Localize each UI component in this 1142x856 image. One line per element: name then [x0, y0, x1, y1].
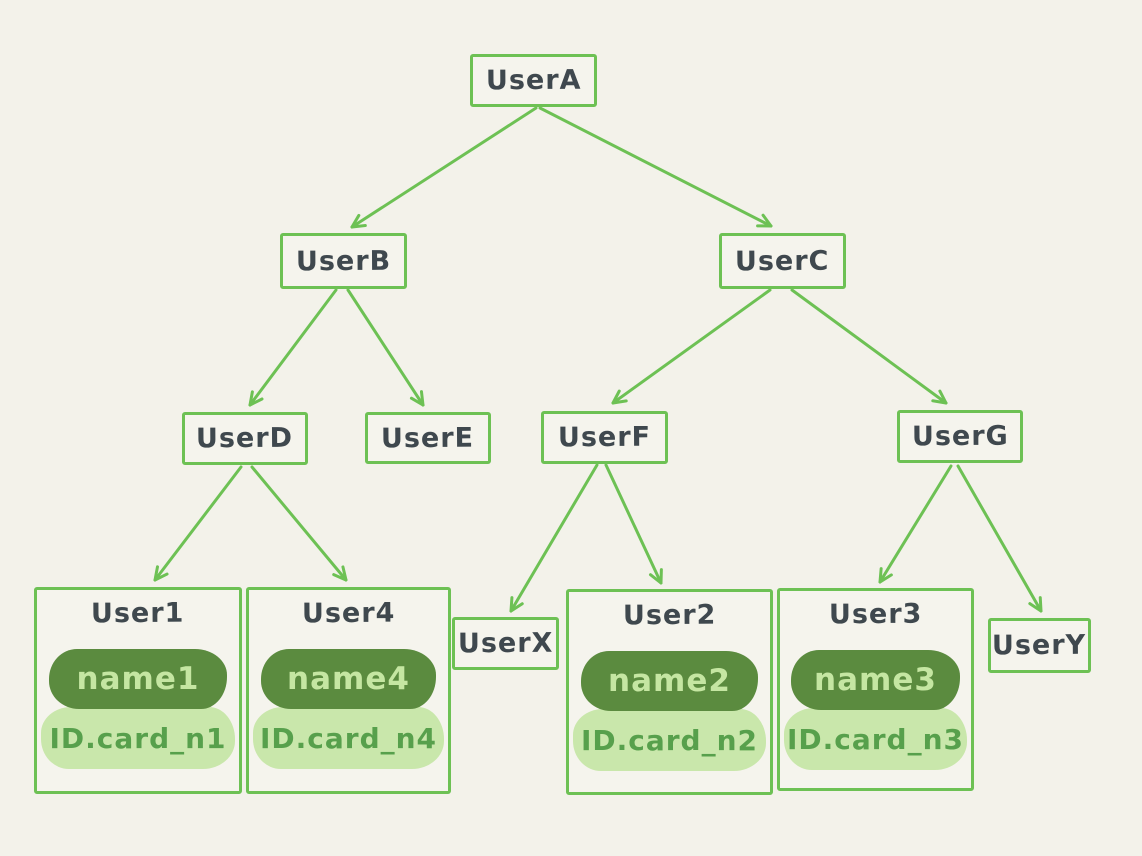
- card-user4-name-label: name4: [287, 661, 410, 697]
- node-userb-label: UserB: [295, 245, 392, 277]
- card-user3-name-pill: name3: [791, 650, 960, 710]
- card-user4-name-pill: name4: [260, 649, 437, 709]
- arrow-userd-user1: [153, 465, 243, 582]
- card-user4-idcard-label: ID.card_n4: [259, 721, 438, 755]
- card-user2-idcard-label: ID.card_n2: [580, 723, 759, 757]
- node-usery-label: UserY: [992, 629, 1087, 662]
- card-user4-idcard-pill: ID.card_n4: [252, 707, 445, 769]
- node-userx-label: UserX: [457, 627, 554, 660]
- node-userd-label: UserD: [196, 422, 294, 455]
- card-user4: User4 name4 ID.card_n4: [246, 587, 451, 794]
- card-user1-idcard-label: ID.card_n1: [49, 721, 227, 755]
- node-usera-label: UserA: [485, 64, 582, 97]
- arrow-userg-user3: [878, 464, 953, 584]
- card-user2-title: User2: [622, 599, 717, 632]
- arrow-usera-userb: [350, 106, 538, 229]
- node-usere-label: UserE: [381, 422, 475, 454]
- card-user2-idcard-pill: ID.card_n2: [573, 709, 766, 771]
- card-user1-name-label: name1: [76, 661, 200, 697]
- arrow-usera-userc: [538, 106, 773, 228]
- node-userg: UserG: [897, 410, 1023, 463]
- card-user2: User2 name2 ID.card_n2: [566, 589, 773, 795]
- node-usere: UserE: [365, 412, 491, 464]
- card-user2-name-label: name2: [608, 663, 731, 699]
- node-usery: UserY: [988, 618, 1091, 673]
- card-user1: User1 name1 ID.card_n1: [34, 587, 242, 794]
- node-userd: UserD: [182, 412, 308, 465]
- arrow-userb-usere: [346, 288, 425, 407]
- arrow-userc-userg: [790, 288, 948, 405]
- card-user1-name-pill: name1: [49, 649, 227, 709]
- arrow-userc-userf: [611, 288, 772, 405]
- node-userx: UserX: [452, 617, 559, 670]
- node-userf: UserF: [541, 411, 668, 464]
- node-userc-label: UserC: [735, 245, 830, 277]
- card-user4-title: User4: [301, 597, 396, 630]
- arrow-userd-user4: [250, 465, 348, 582]
- node-userb: UserB: [280, 233, 407, 289]
- arrow-userf-user2: [604, 463, 663, 585]
- node-userf-label: UserF: [557, 421, 652, 454]
- card-user3-name-label: name3: [814, 662, 937, 698]
- card-user3-idcard-pill: ID.card_n3: [783, 708, 968, 770]
- card-user1-idcard-pill: ID.card_n1: [41, 707, 235, 769]
- card-user1-title: User1: [91, 597, 185, 630]
- node-userg-label: UserG: [911, 420, 1009, 453]
- card-user3-idcard-label: ID.card_n3: [786, 722, 965, 756]
- card-user3: User3 name3 ID.card_n3: [777, 588, 974, 791]
- node-usera: UserA: [470, 54, 597, 107]
- card-user2-name-pill: name2: [581, 651, 758, 711]
- node-userc: UserC: [719, 233, 846, 289]
- card-user3-title: User3: [828, 598, 923, 631]
- arrow-userb-userd: [248, 288, 338, 407]
